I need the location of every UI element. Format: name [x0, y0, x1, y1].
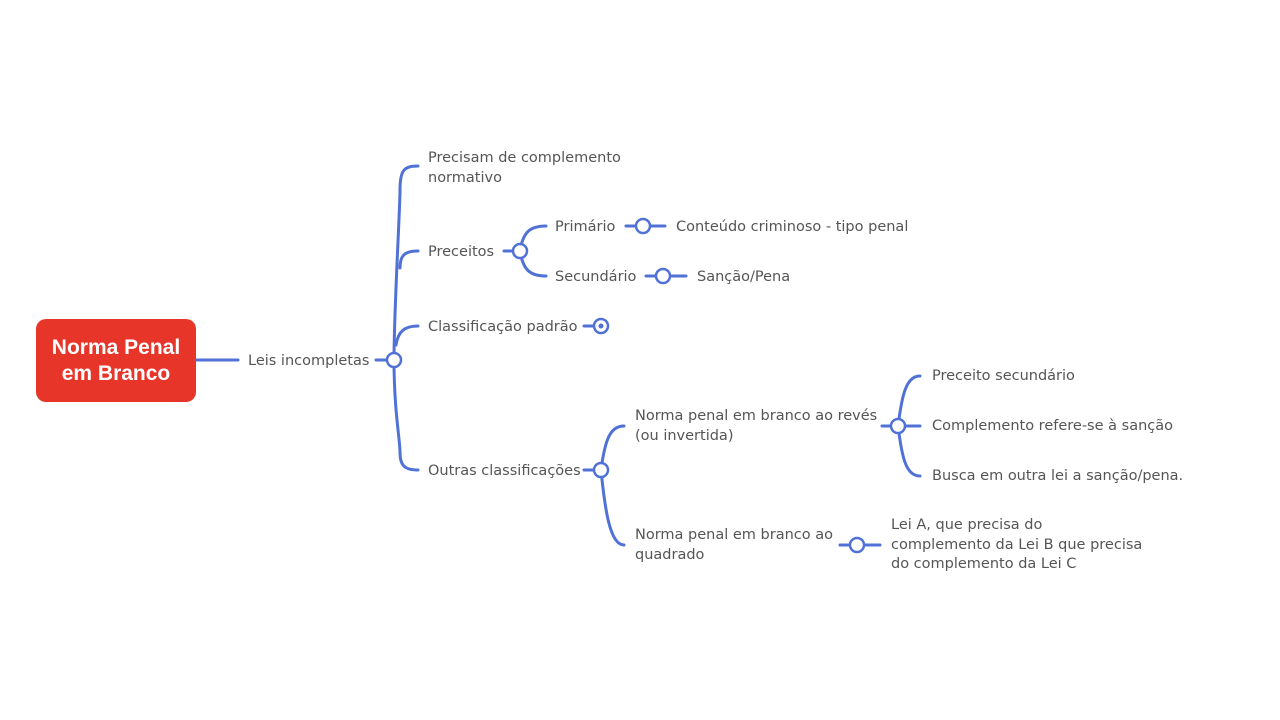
collapse-toggle-reves[interactable] — [889, 417, 907, 435]
topic-precisam-line2[interactable]: normativo — [428, 170, 502, 186]
mind-map-connectors — [194, 164, 922, 547]
topic-lei-a-line1[interactable]: Lei A, que precisa do — [891, 517, 1042, 533]
topic-sancao-pena[interactable]: Sanção/Pena — [697, 269, 790, 285]
topic-secundario[interactable]: Secundário — [555, 269, 637, 285]
root-node[interactable]: Norma Penal em Branco — [36, 319, 196, 402]
collapse-toggle-leis-incompletas[interactable] — [385, 351, 403, 369]
topic-primario[interactable]: Primário — [555, 219, 615, 235]
edge-trunk-preceitos — [398, 249, 420, 270]
edge-outras-quadrado — [599, 468, 626, 547]
topic-outras-classificacoes[interactable]: Outras classificações — [428, 463, 581, 479]
topic-classificacao-padrao[interactable]: Classificação padrão — [428, 319, 578, 335]
collapse-toggle-outras-classificacoes[interactable] — [592, 461, 610, 479]
topic-complemento-sancao[interactable]: Complemento refere-se à sanção — [932, 418, 1173, 434]
topic-reves-line1[interactable]: Norma penal em branco ao revés — [635, 408, 877, 424]
collapse-toggle-secundario[interactable] — [654, 267, 672, 285]
topic-precisam-line1[interactable]: Precisam de complemento — [428, 150, 621, 166]
collapsed-indicator-dot — [598, 323, 604, 329]
edge-trunk-precisam — [392, 164, 420, 362]
collapse-toggle-preceitos[interactable] — [511, 242, 529, 260]
edge-reves-preceito — [896, 374, 922, 428]
topic-quadrado-line2[interactable]: quadrado — [635, 547, 705, 563]
topic-lei-a-line2[interactable]: complemento da Lei B que precisa — [891, 537, 1142, 553]
root-node-label-line1: Norma Penal — [52, 336, 180, 359]
edge-trunk-classificacao — [394, 324, 420, 347]
topic-leis-incompletas[interactable]: Leis incompletas — [248, 353, 369, 369]
topic-preceitos[interactable]: Preceitos — [428, 244, 494, 260]
root-node-box[interactable] — [36, 319, 196, 402]
edge-trunk-outras — [392, 358, 420, 472]
topic-lei-a-line3[interactable]: do complemento da Lei C — [891, 556, 1076, 572]
collapse-toggle-quadrado[interactable] — [848, 536, 866, 554]
topic-conteudo-criminoso[interactable]: Conteúdo criminoso - tipo penal — [676, 219, 908, 235]
topic-quadrado-line1[interactable]: Norma penal em branco ao — [635, 527, 833, 543]
root-node-label-line2: em Branco — [62, 362, 171, 385]
topic-reves-line2[interactable]: (ou invertida) — [635, 428, 733, 444]
topic-preceito-secundario[interactable]: Preceito secundário — [932, 368, 1075, 384]
collapse-toggle-primario[interactable] — [634, 217, 652, 235]
topic-busca-outra-lei[interactable]: Busca em outra lei a sanção/pena. — [932, 468, 1183, 484]
edge-reves-busca — [896, 424, 922, 478]
